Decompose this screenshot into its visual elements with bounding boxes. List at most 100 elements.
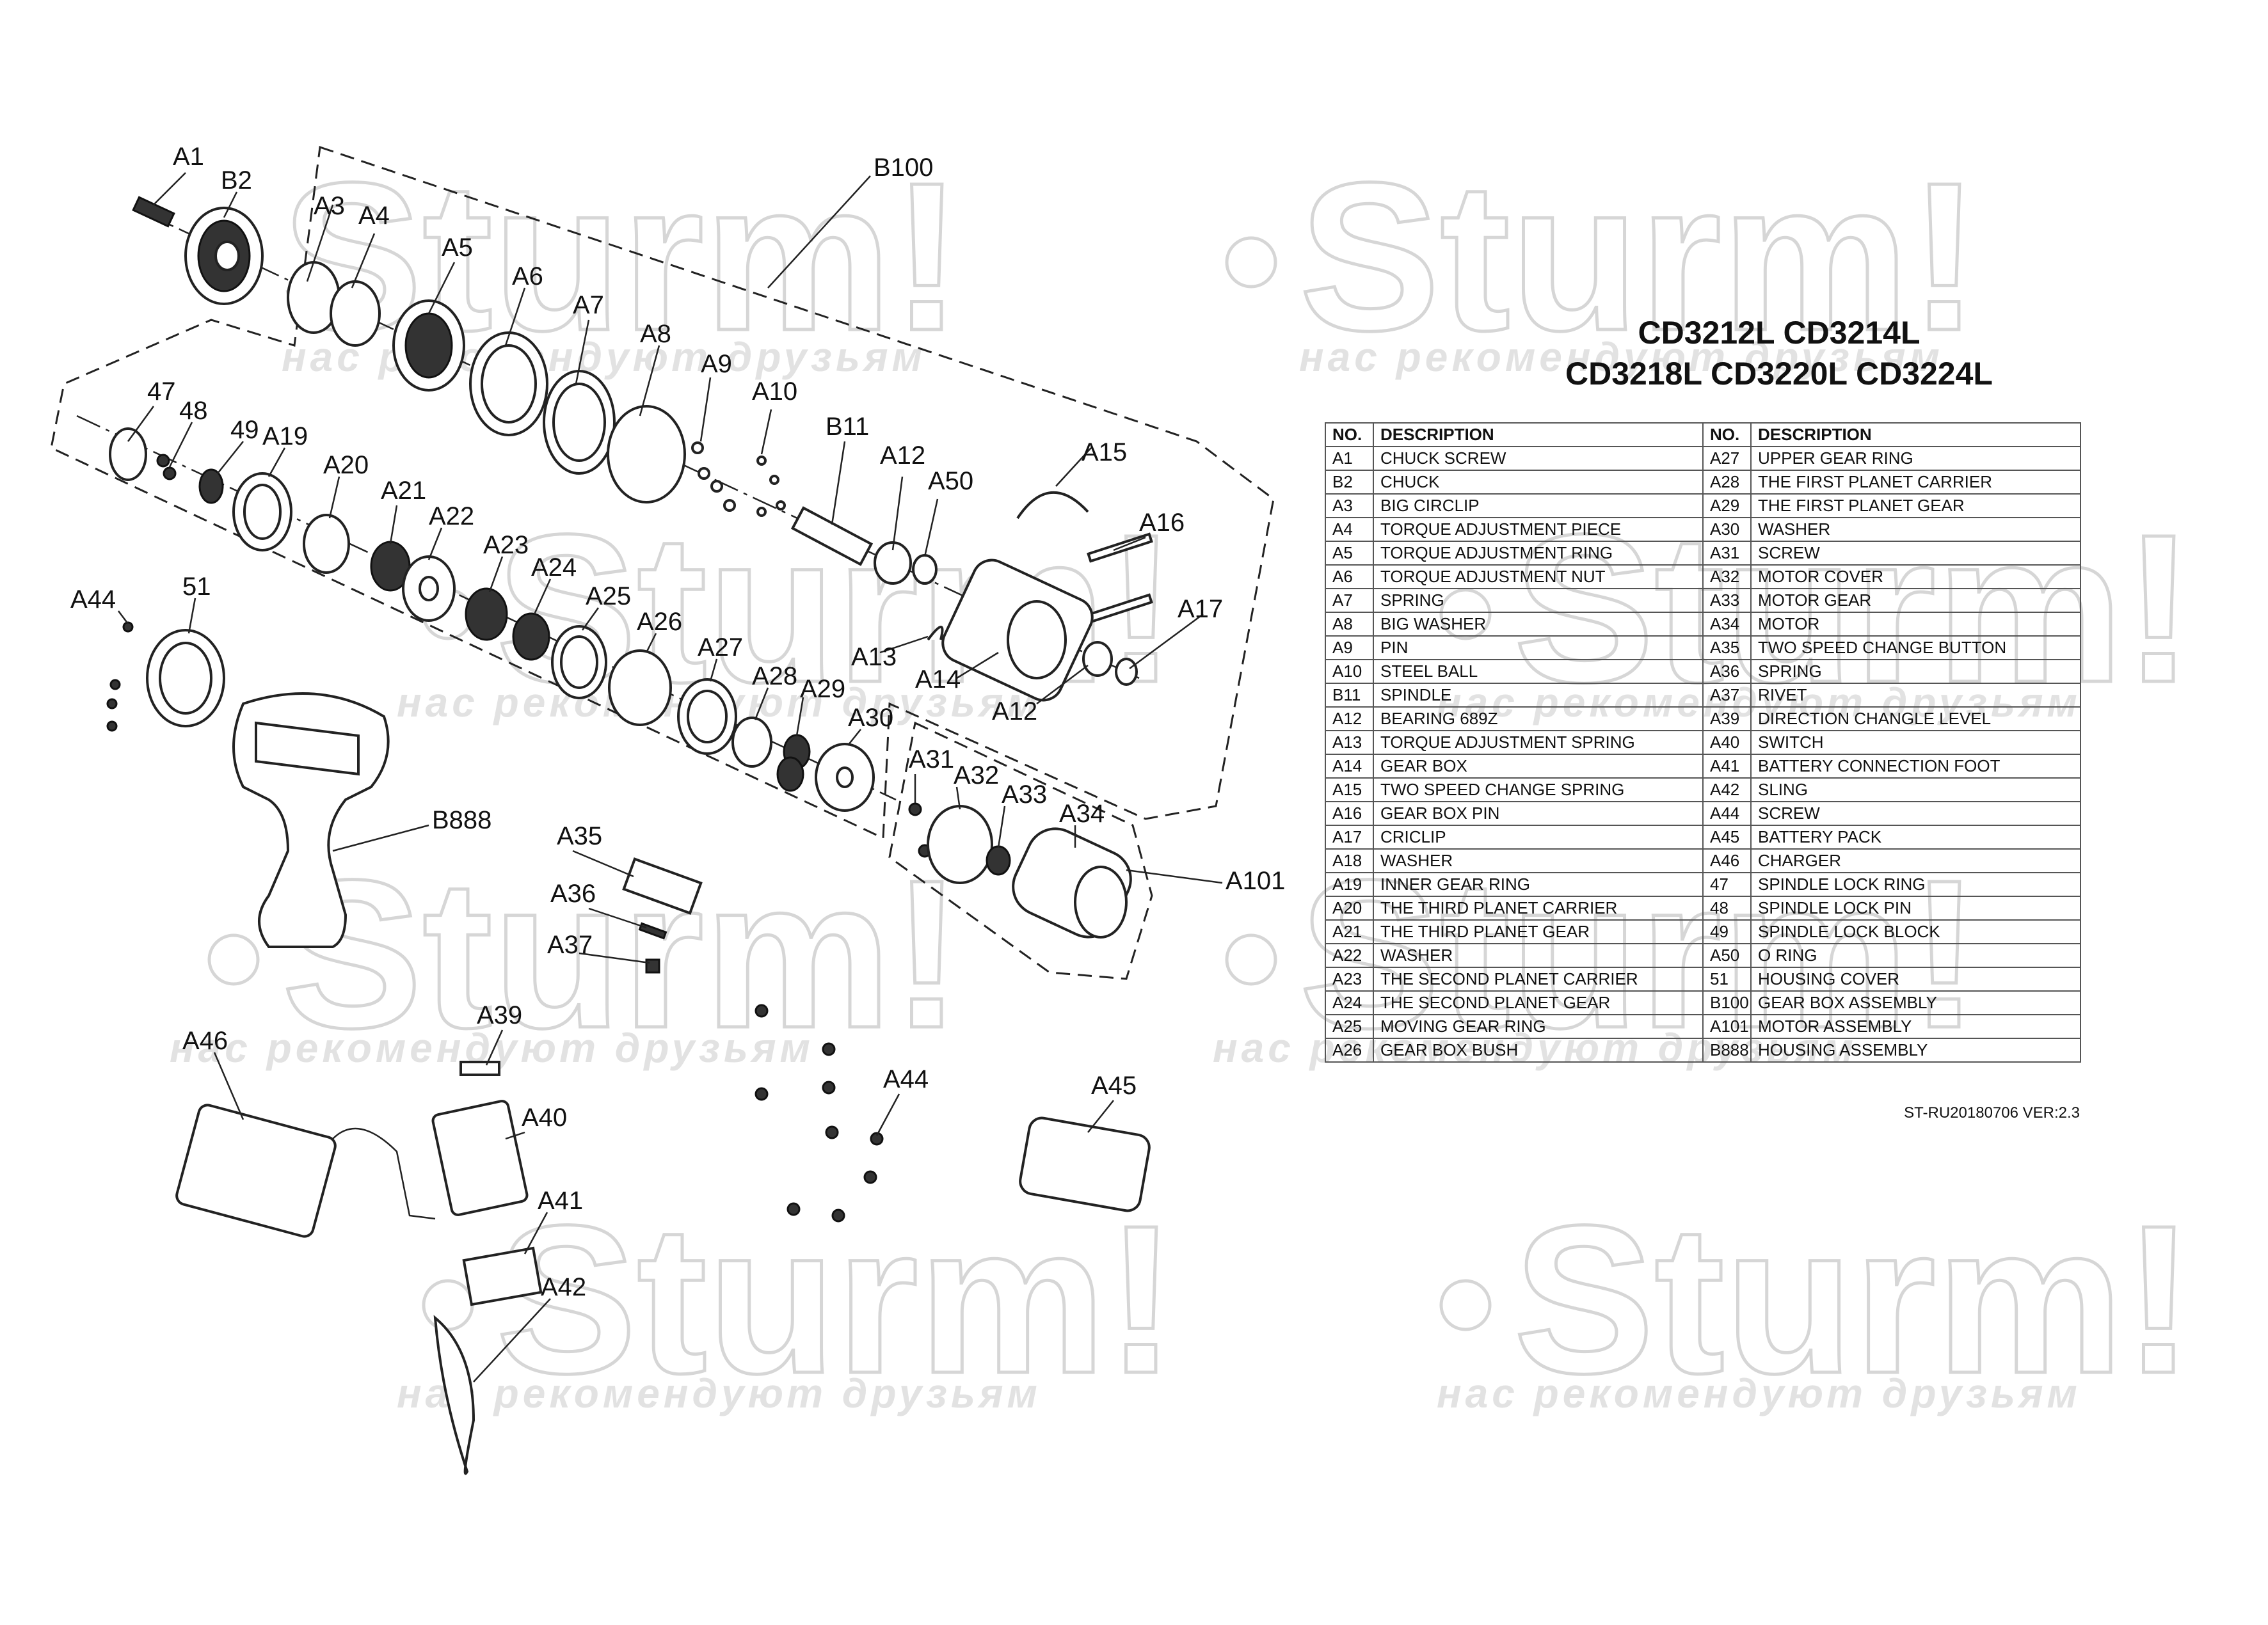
loose-parts <box>175 857 1151 1475</box>
gear-box-bush-part <box>608 649 672 726</box>
callout-label: A19 <box>262 422 308 450</box>
part-description-cell: SCREW <box>1750 801 2081 826</box>
part-number-cell: A34 <box>1702 612 1752 637</box>
callout-label: A25 <box>586 582 631 610</box>
part-description-cell: HOUSING COVER <box>1750 967 2081 992</box>
watermark-tagline: нас рекомендуют друзьям <box>397 1370 1041 1416</box>
part-description-cell: THE THIRD PLANET GEAR <box>1373 919 1704 944</box>
part-description-cell: SPINDLE LOCK RING <box>1750 872 2081 897</box>
callout-labels: A1 B2 A3 A4 A5 A6 A7 A8 A9 A10 B11 A12 A… <box>70 143 1285 1301</box>
motor-gear-part <box>986 845 1011 876</box>
torque-spring-part <box>927 626 944 641</box>
part-number-cell: A21 <box>1325 919 1374 944</box>
part-description-cell: WASHER <box>1373 848 1704 873</box>
direction-lever-part <box>459 1061 500 1076</box>
part-description-cell: GEAR BOX ASSEMBLY <box>1750 990 2081 1015</box>
part-description-cell: BIG WASHER <box>1373 612 1704 637</box>
callout-label: A15 <box>1082 438 1127 466</box>
part-number-cell: A40 <box>1702 730 1752 755</box>
part-number-cell: A35 <box>1702 635 1752 660</box>
part-number-cell: A46 <box>1702 848 1752 873</box>
callout-label: A41 <box>538 1187 583 1215</box>
part-description-cell: BATTERY CONNECTION FOOT <box>1750 754 2081 779</box>
callout-label: A50 <box>928 467 973 495</box>
watermark-logo: Sturm! <box>1513 1181 2194 1417</box>
part-description-cell: SCREW <box>1750 541 2081 566</box>
watermark-logo: Sturm! <box>1299 138 1979 374</box>
part-description-cell: TORQUE ADJUSTMENT RING <box>1373 541 1704 566</box>
callout-label: A44 <box>70 585 116 614</box>
callout-label: A45 <box>1091 1072 1137 1100</box>
callout-label: A6 <box>512 262 543 290</box>
watermark-2: Sturm! нас рекомендуют друзьям <box>1225 137 1981 380</box>
callout-label: A5 <box>442 234 473 262</box>
part-number-cell: A27 <box>1702 446 1752 471</box>
first-carrier-part <box>731 717 772 768</box>
part-number-cell: B2 <box>1325 470 1374 495</box>
part-description-cell: O RING <box>1750 943 2081 968</box>
part-description-cell: UPPER GEAR RING <box>1750 446 2081 471</box>
watermark-tagline: нас рекомендуют друзьям <box>1437 1370 2081 1416</box>
part-number-cell: A1 <box>1325 446 1374 471</box>
callout-label: A22 <box>429 502 474 530</box>
part-description-cell: TWO SPEED CHANGE SPRING <box>1373 777 1704 802</box>
part-description-cell: THE FIRST PLANET CARRIER <box>1750 470 2081 495</box>
part-description-cell: MOTOR GEAR <box>1750 588 2081 613</box>
part-description-cell: THE FIRST PLANET GEAR <box>1750 493 2081 518</box>
second-planet-gear-part <box>512 612 550 661</box>
part-number-cell: A29 <box>1702 493 1752 518</box>
callout-label: B100 <box>874 154 933 182</box>
model-title: CD3212L CD3214L CD3218L CD3220L CD3224L <box>1459 312 2099 394</box>
part-description-cell: BEARING 689Z <box>1373 706 1704 731</box>
big-washer-part <box>607 405 686 503</box>
callout-label: A32 <box>954 761 999 789</box>
part-number-cell: A8 <box>1325 612 1374 637</box>
callout-label: A12 <box>992 697 1037 725</box>
callout-label: A1 <box>173 143 204 171</box>
callout-label: A24 <box>531 553 577 582</box>
callout-label: A44 <box>883 1065 929 1093</box>
callout-label: A14 <box>915 665 961 694</box>
watermark-tagline: нас рекомендуют друзьям <box>282 334 926 380</box>
part-number-cell: A31 <box>1702 541 1752 566</box>
callout-label: A10 <box>752 377 797 406</box>
part-number-cell: A12 <box>1325 706 1374 731</box>
part-number-cell: A32 <box>1702 564 1752 589</box>
screw-part <box>908 802 922 816</box>
callout-label: A21 <box>381 477 426 505</box>
callout-label: 49 <box>230 416 259 444</box>
third-carrier-part <box>303 514 350 574</box>
bearing-part <box>874 541 912 585</box>
charger-part <box>175 1104 337 1238</box>
part-number-cell: A3 <box>1325 493 1374 518</box>
watermark-logo: Sturm! <box>282 836 962 1072</box>
part-description-cell: TORQUE ADJUSTMENT SPRING <box>1373 730 1704 755</box>
motor-cover-part <box>927 805 993 884</box>
circlip-part <box>1115 658 1138 686</box>
part-description-cell: HOUSING ASSEMBLY <box>1750 1038 2081 1063</box>
column-header: NO. <box>1702 422 1752 447</box>
part-description-cell: PIN <box>1373 635 1704 660</box>
spindle-lock-ring-part <box>109 427 147 481</box>
part-number-cell: A4 <box>1325 517 1374 542</box>
part-description-cell: WASHER <box>1750 517 2081 542</box>
part-description-cell: STEEL BALL <box>1373 659 1704 684</box>
column-header: DESCRIPTION <box>1750 422 2081 447</box>
part-number-cell: A14 <box>1325 754 1374 779</box>
part-description-cell: GEAR BOX BUSH <box>1373 1038 1704 1063</box>
part-number-cell: A23 <box>1325 967 1374 992</box>
